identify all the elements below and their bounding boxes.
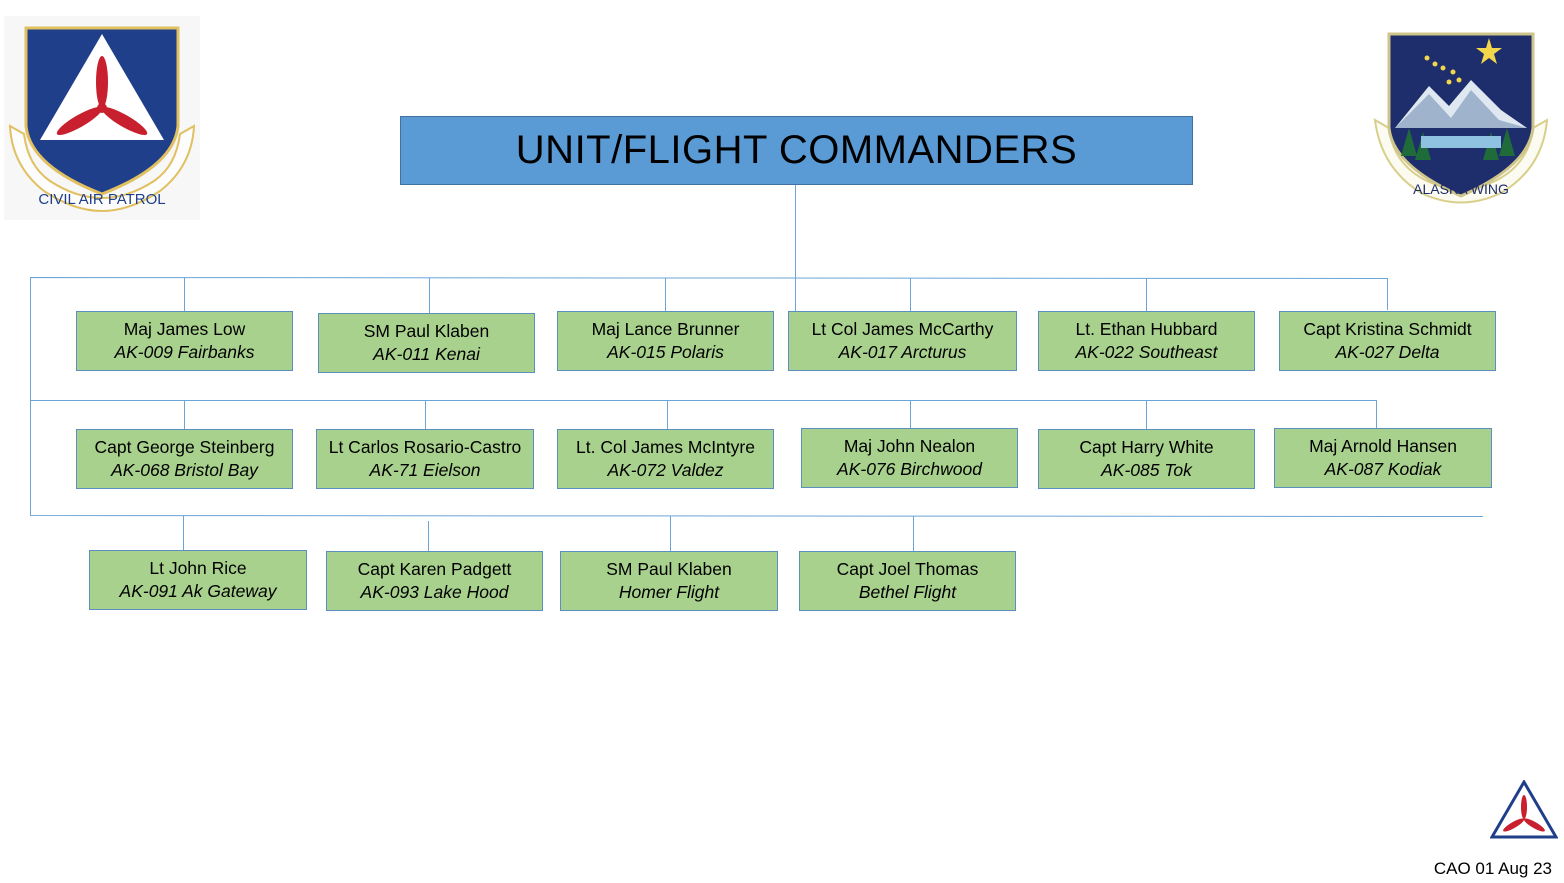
node-unit: AK-076 Birchwood: [837, 459, 982, 479]
node-name: SM Paul Klaben: [606, 559, 732, 579]
node-name: Capt Kristina Schmidt: [1303, 319, 1472, 339]
node-name: Lt. Col James McIntyre: [576, 437, 755, 457]
node-name: Capt Karen Padgett: [357, 559, 512, 579]
node-name: Maj Lance Brunner: [591, 319, 740, 339]
footer-date: CAO 01 Aug 23: [1433, 859, 1552, 878]
org-node: SM Paul Klaben Homer Flight: [560, 551, 778, 611]
cap-triangle-icon: [1490, 780, 1558, 839]
node-unit: AK-072 Valdez: [607, 460, 724, 480]
org-node: Maj James Low AK-009 Fairbanks: [76, 311, 293, 371]
node-name: Capt George Steinberg: [94, 437, 275, 457]
org-node: Lt John Rice AK-091 Ak Gateway: [89, 550, 307, 610]
node-unit: AK-091 Ak Gateway: [119, 581, 277, 601]
node-unit: Homer Flight: [618, 582, 720, 602]
org-node: Capt Karen Padgett AK-093 Lake Hood: [326, 551, 543, 611]
node-name: Maj James Low: [123, 319, 246, 339]
node-unit: Bethel Flight: [858, 582, 957, 602]
node-unit: AK-015 Polaris: [607, 342, 724, 362]
node-unit: AK-017 Arcturus: [838, 342, 967, 362]
node-unit: AK-009 Fairbanks: [114, 342, 255, 362]
org-node: Maj Lance Brunner AK-015 Polaris: [557, 311, 774, 371]
node-name: SM Paul Klaben: [363, 321, 490, 341]
node-unit: AK-011 Kenai: [373, 344, 480, 364]
node-name: Lt Carlos Rosario-Castro: [328, 437, 522, 457]
node-unit: AK-093 Lake Hood: [360, 582, 509, 602]
node-unit: AK-71 Eielson: [369, 460, 481, 480]
civil-air-patrol-logo: CIVIL AIR PATROL: [4, 16, 200, 220]
node-name: Lt Col James McCarthy: [811, 319, 994, 339]
cap-logo-text: CIVIL AIR PATROL: [38, 191, 165, 208]
org-node: Capt Joel Thomas Bethel Flight: [799, 551, 1016, 611]
node-name: Maj Arnold Hansen: [1309, 436, 1457, 456]
org-node: Maj John Nealon AK-076 Birchwood: [801, 428, 1018, 488]
node-unit: AK-087 Kodiak: [1324, 459, 1442, 479]
page-title: UNIT/FLIGHT COMMANDERS: [400, 116, 1193, 185]
org-node: Capt George Steinberg AK-068 Bristol Bay: [76, 429, 293, 489]
alaska-wing-logo-text: ALASKA WING: [1413, 181, 1509, 197]
node-name: Capt Joel Thomas: [836, 559, 979, 579]
node-name: Lt. Ethan Hubbard: [1075, 319, 1218, 339]
org-node: Capt Harry White AK-085 Tok: [1038, 429, 1255, 489]
org-node: Lt Col James McCarthy AK-017 Arcturus: [788, 311, 1017, 371]
node-name: Lt John Rice: [149, 558, 247, 578]
org-node: Lt. Col James McIntyre AK-072 Valdez: [557, 429, 774, 489]
node-unit: AK-085 Tok: [1101, 460, 1192, 480]
node-unit: AK-068 Bristol Bay: [111, 460, 258, 480]
org-node: Capt Kristina Schmidt AK-027 Delta: [1279, 311, 1496, 371]
node-name: Maj John Nealon: [843, 436, 976, 456]
node-unit: AK-022 Southeast: [1075, 342, 1218, 362]
org-node: SM Paul Klaben AK-011 Kenai: [318, 313, 535, 373]
node-unit: AK-027 Delta: [1335, 342, 1440, 362]
org-node: Lt Carlos Rosario-Castro AK-71 Eielson: [316, 429, 534, 489]
node-name: Capt Harry White: [1079, 437, 1214, 457]
org-node: Maj Arnold Hansen AK-087 Kodiak: [1274, 428, 1492, 488]
alaska-wing-logo: ALASKA WING: [1373, 32, 1549, 204]
org-node: Lt. Ethan Hubbard AK-022 Southeast: [1038, 311, 1255, 371]
